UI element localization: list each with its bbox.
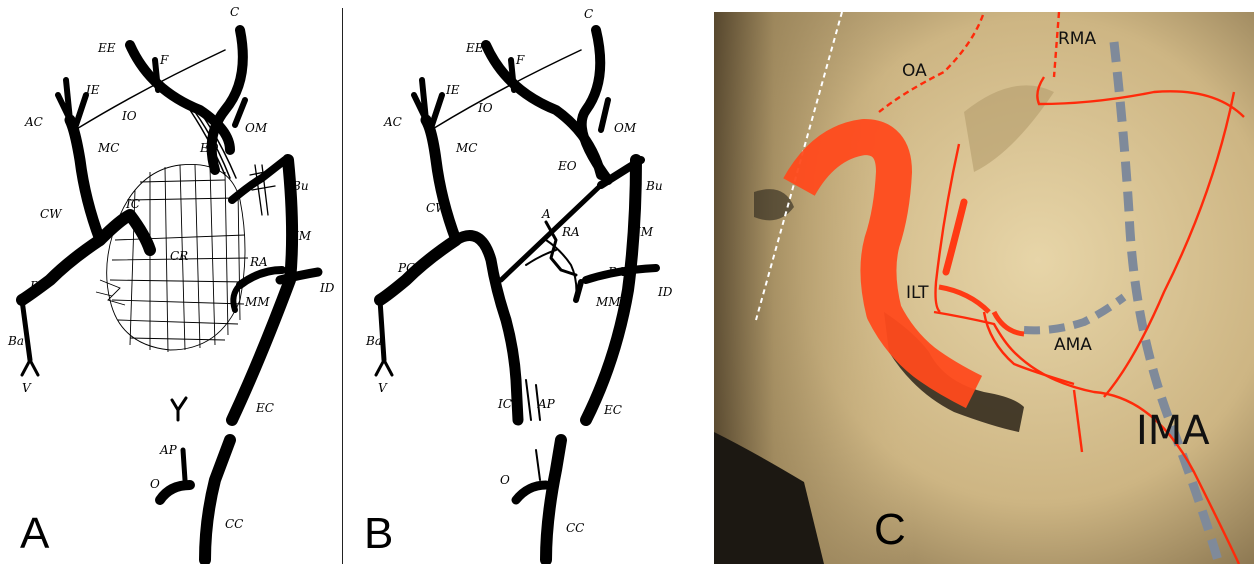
label-io: IO [121, 109, 137, 123]
label-b-f: F [515, 53, 525, 67]
label-b-id: ID [657, 285, 673, 299]
panel-a: EE F C IE AC IO MC OM EO Bu CW IC CR IM … [0, 0, 340, 564]
label-cw: CW [40, 207, 63, 221]
label-ic: IC [125, 197, 140, 211]
label-b-a: A [541, 207, 551, 221]
panel-a-letter: A [20, 509, 50, 558]
panel-c-photo: OA RMA ILT AMA IMA C [714, 12, 1254, 564]
panel-divider [342, 8, 343, 564]
label-om: OM [245, 121, 268, 135]
label-im: IM [293, 229, 312, 243]
label-b-ra-upper: RA [561, 225, 580, 239]
label-ima: IMA [1136, 408, 1210, 454]
label-oa: OA [902, 61, 927, 81]
label-cr: CR [170, 249, 188, 263]
label-ie: IE [85, 83, 100, 97]
label-f: F [159, 53, 169, 67]
panel-c-letter: C [874, 505, 906, 554]
label-b-eo: EO [557, 159, 577, 173]
label-mc: MC [97, 141, 119, 155]
label-ec: EC [255, 401, 274, 415]
label-eo: EO [199, 141, 219, 155]
label-b-c: C [584, 7, 593, 21]
label-rma: RMA [1058, 29, 1096, 49]
label-b-om: OM [614, 121, 637, 135]
label-ra: RA [249, 255, 268, 269]
label-o: O [150, 477, 160, 491]
label-b-bu: Bu [645, 179, 663, 193]
label-ilt: ILT [906, 283, 929, 303]
label-c: C [230, 5, 239, 19]
label-b-o: O [500, 473, 510, 487]
label-ap: AP [159, 443, 178, 457]
panel-b-diagram: EE F C IE AC IO MC OM EO Bu CW A RA IM P… [346, 0, 710, 564]
label-ama: AMA [1054, 335, 1092, 355]
label-ee: EE [97, 41, 116, 55]
label-b-ic: IC [497, 397, 512, 411]
label-cc: CC [225, 517, 243, 531]
label-b-v: V [378, 381, 388, 395]
label-b-pc: PC [397, 261, 415, 275]
label-b-cc: CC [566, 521, 584, 535]
label-id: ID [319, 281, 335, 295]
label-v: V [22, 381, 32, 395]
label-pc: PC [29, 279, 47, 293]
label-b-ba: Ba [365, 334, 382, 348]
label-b-ra-lower: RA [607, 265, 626, 279]
panel-b-letter: B [364, 509, 393, 558]
vessel-tree-a [22, 30, 318, 560]
label-mm: MM [244, 295, 270, 309]
label-b-ec: EC [603, 403, 622, 417]
panel-b: EE F C IE AC IO MC OM EO Bu CW A RA IM P… [346, 0, 710, 564]
label-bu: Bu [291, 179, 309, 193]
label-b-ap: AP [537, 397, 556, 411]
label-b-cw: CW [426, 201, 449, 215]
label-b-mm: MM [595, 295, 621, 309]
label-b-ac: AC [383, 115, 402, 129]
label-b-ie: IE [445, 83, 460, 97]
label-ac: AC [24, 115, 43, 129]
label-b-mc: MC [455, 141, 477, 155]
label-b-ee: EE [465, 41, 484, 55]
label-ba: Ba [7, 334, 24, 348]
label-b-im: IM [635, 225, 654, 239]
label-b-io: IO [477, 101, 493, 115]
panel-a-diagram: EE F C IE AC IO MC OM EO Bu CW IC CR IM … [0, 0, 340, 564]
panel-c: OA RMA ILT AMA IMA C [714, 12, 1254, 564]
